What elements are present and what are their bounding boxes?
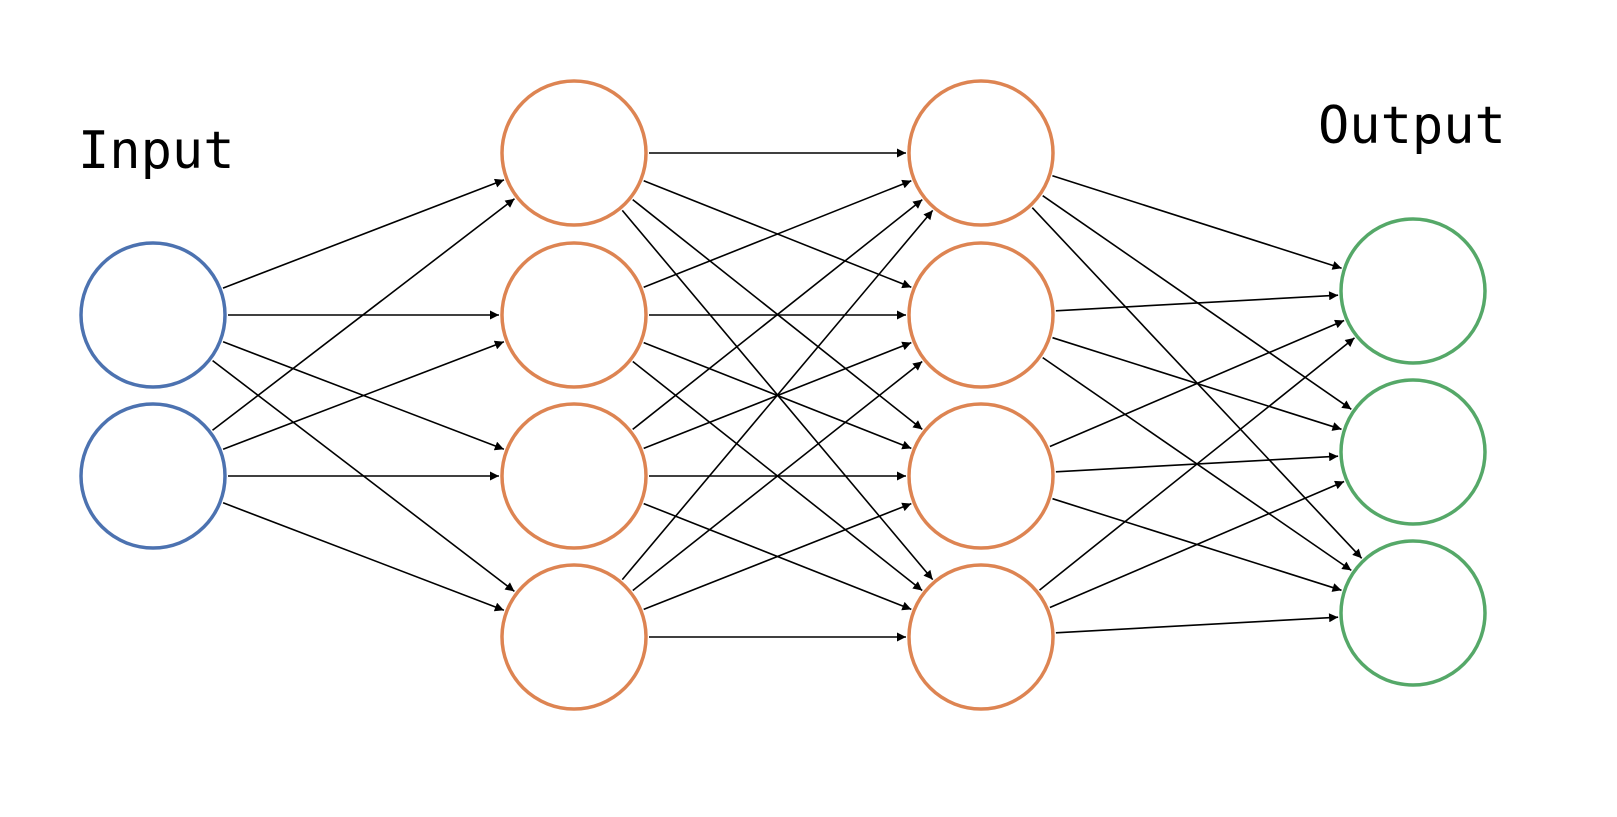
- output-node-2: [1339, 378, 1487, 526]
- input-node-2: [79, 402, 227, 550]
- connection-hidden-2-2-to-output-1: [1055, 291, 1339, 312]
- connection-input-2-to-hidden-1-2: [222, 340, 505, 450]
- connection-hidden-1-4-to-hidden-2-1: [621, 209, 934, 581]
- hidden-1-node-3: [500, 402, 648, 550]
- output-node-3: [1339, 539, 1487, 687]
- hidden-2-node-1: [907, 79, 1055, 227]
- neurons: [79, 79, 1487, 711]
- connection-input-2-to-hidden-1-1: [212, 198, 515, 431]
- hidden-1-node-2: [500, 241, 648, 389]
- connection-hidden-2-3-to-output-1: [1049, 319, 1345, 448]
- connection-hidden-2-4-to-output-3: [1055, 613, 1339, 634]
- connection-hidden-2-4-to-output-1: [1039, 337, 1355, 591]
- hidden-2-node-2: [907, 241, 1055, 389]
- connection-hidden-2-4-to-output-2: [1049, 480, 1345, 609]
- hidden-2-node-4: [907, 563, 1055, 711]
- connection-hidden-1-3-to-hidden-2-1: [632, 198, 923, 431]
- output-node-1: [1339, 217, 1487, 365]
- hidden-2-node-3: [907, 402, 1055, 550]
- hidden-1-node-1: [500, 79, 648, 227]
- connection-hidden-1-4-to-hidden-2-2: [632, 360, 923, 592]
- hidden-1-node-4: [500, 563, 648, 711]
- connection-input-1-to-hidden-1-1: [222, 178, 505, 289]
- connection-hidden-2-1-to-output-1: [1052, 175, 1342, 270]
- input-layer-label: Input: [78, 121, 235, 181]
- output-layer-label: Output: [1318, 96, 1506, 156]
- connection-hidden-1-4-to-hidden-2-3: [643, 502, 912, 611]
- connection-input-2-to-hidden-1-4: [222, 502, 505, 612]
- connection-hidden-1-2-to-hidden-2-1: [643, 179, 912, 289]
- input-node-1: [79, 241, 227, 389]
- connections: [212, 148, 1363, 642]
